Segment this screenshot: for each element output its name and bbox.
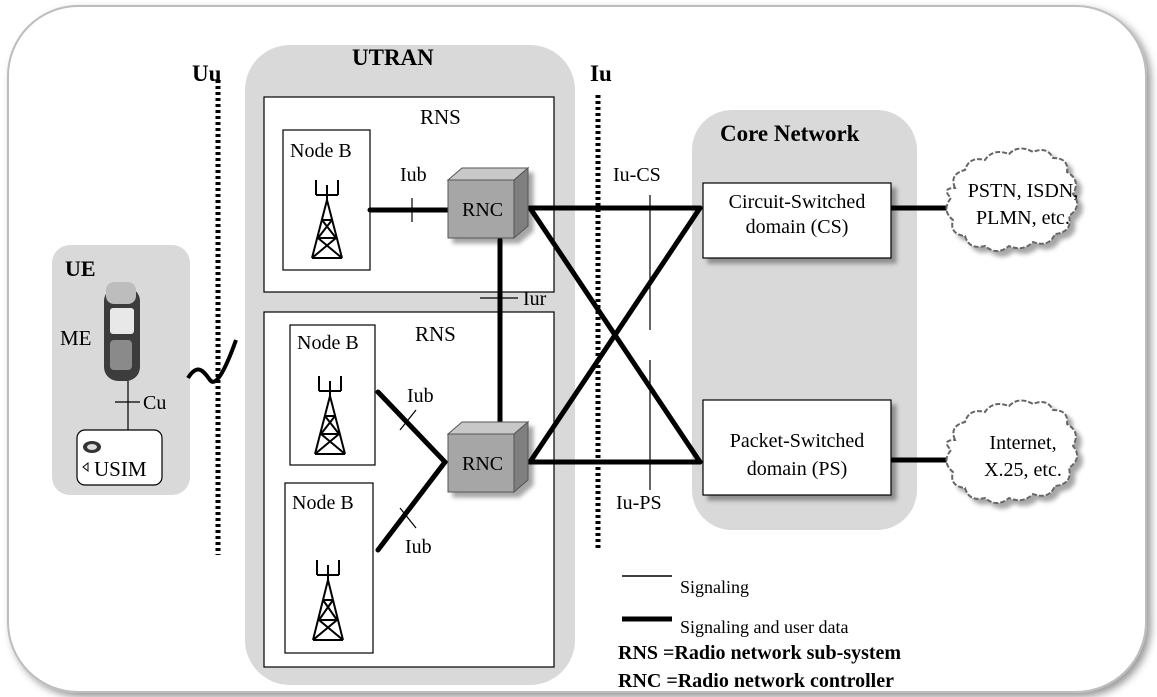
link-rnc-bottom-cs	[527, 205, 703, 465]
legend-thin-label: Signaling	[680, 577, 750, 597]
node-b-top-label: Node B	[290, 140, 352, 162]
rnc-bottom-cube	[446, 420, 530, 494]
iub-bottom-label: Iub	[405, 536, 432, 558]
pstn-cloud	[945, 147, 1079, 252]
tower-top-icon	[311, 180, 343, 259]
cs-domain-line1: Circuit-Switched	[728, 191, 866, 213]
rns-top-label: RNS	[420, 105, 461, 129]
rns-bottom-label: RNS	[415, 322, 456, 346]
sim-chip-icon	[83, 441, 101, 453]
sim-notch-icon	[82, 461, 89, 473]
cu-label: Cu	[143, 392, 167, 414]
internet-cloud	[945, 399, 1079, 504]
iu-label: Iu	[590, 61, 612, 86]
node-b-bottom-label: Node B	[292, 492, 354, 514]
link-nodeb-bottom-rnc	[375, 389, 449, 553]
legend-rns-definition: RNS =Radio network sub-system	[618, 642, 902, 664]
mobile-phone-icon	[104, 282, 140, 381]
cs-domain-line2: domain (CS)	[745, 216, 849, 238]
legend-rnc-definition: RNC =Radio network controller	[618, 670, 894, 692]
tower-bottom-icon	[312, 560, 344, 641]
iu-cs-label: Iu-CS	[613, 164, 661, 186]
internet-line2: X.25, etc.	[984, 459, 1062, 481]
ps-domain-box	[702, 399, 892, 496]
iub-bottom-tick	[399, 507, 417, 529]
core-network-title: Core Network	[720, 121, 860, 146]
internet-line1: Internet,	[989, 432, 1057, 454]
ps-domain-line1: Packet-Switched	[729, 430, 865, 452]
legend-thick-label: Signaling and user data	[680, 617, 849, 637]
me-label: ME	[60, 326, 92, 350]
iub-top-label: Iub	[400, 164, 427, 186]
pstn-line2: PLMN, etc.	[976, 207, 1070, 229]
rnc-top-label: RNC	[462, 199, 504, 221]
utran-title: UTRAN	[352, 45, 434, 70]
pstn-line1: PSTN, ISDN,	[967, 180, 1079, 202]
iub-mid-label: Iub	[407, 385, 434, 407]
iu-ps-label: Iu-PS	[616, 492, 662, 514]
node-b-mid-box	[289, 324, 376, 466]
ps-domain-line2: domain (PS)	[746, 458, 848, 480]
node-b-mid-label: Node B	[297, 332, 359, 354]
radio-wave-icon	[186, 339, 238, 384]
iur-label: Iur	[523, 288, 547, 310]
rnc-bottom-label: RNC	[462, 453, 504, 475]
iub-mid-tick	[399, 409, 417, 431]
ue-title: UE	[65, 256, 96, 281]
tower-mid-icon	[314, 376, 346, 455]
rnc-top-cube	[446, 166, 530, 240]
usim-label: USIM	[94, 457, 147, 481]
cs-domain-box	[702, 182, 892, 259]
uu-label: Uu	[192, 61, 222, 86]
